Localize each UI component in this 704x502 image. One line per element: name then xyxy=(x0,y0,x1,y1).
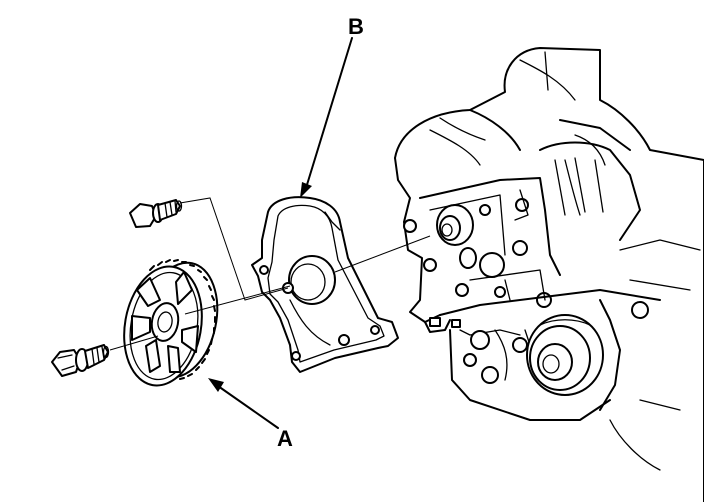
assembly-guide-lines xyxy=(109,197,431,351)
timing-belt-back-cover-seal xyxy=(251,196,399,373)
upper-bolt xyxy=(129,199,183,228)
callout-a-arrowhead xyxy=(208,378,224,392)
pulley-bolt xyxy=(51,344,110,377)
camshaft-pulley xyxy=(123,259,219,387)
callout-b-label: B xyxy=(348,14,364,39)
callout-a: A xyxy=(208,378,293,451)
callout-b-arrowhead xyxy=(300,182,312,198)
engine-block xyxy=(394,47,704,502)
callout-b: B xyxy=(300,14,364,198)
callout-a-label: A xyxy=(277,426,293,451)
